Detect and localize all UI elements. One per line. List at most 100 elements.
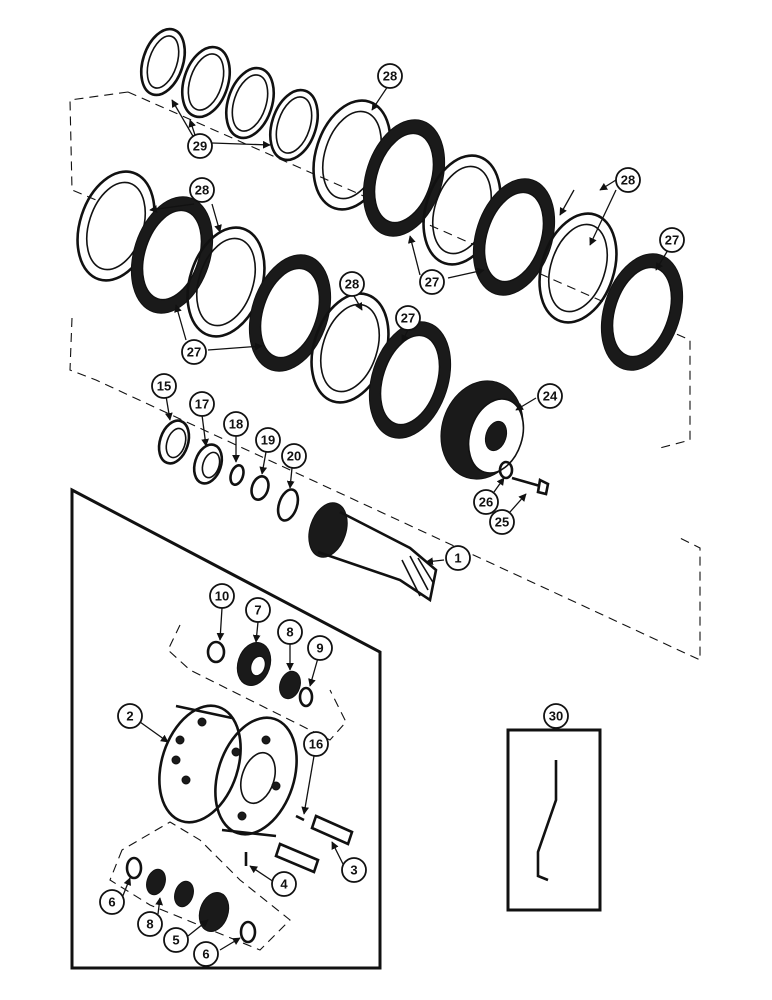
disc-29-b: [181, 45, 231, 119]
svg-text:27: 27: [665, 233, 679, 248]
friction-disc-27-right: [472, 178, 556, 296]
friction-disc-27-lower: [368, 321, 452, 439]
steel-plate-28-right: [538, 212, 618, 324]
callout-9: 9: [307, 635, 333, 661]
washer-19: [250, 475, 270, 501]
ring-18: [229, 464, 245, 486]
svg-text:29: 29: [193, 139, 207, 154]
svg-text:10: 10: [215, 589, 229, 604]
svg-text:5: 5: [172, 933, 179, 948]
svg-text:28: 28: [383, 69, 397, 84]
callout-28-right: 28: [615, 167, 641, 193]
svg-text:7: 7: [254, 603, 261, 618]
washer-26: [498, 460, 514, 480]
svg-text:17: 17: [195, 397, 209, 412]
bolt-25: [511, 476, 550, 496]
callout-17: 17: [189, 391, 215, 417]
bearing-17: [192, 443, 224, 485]
callout-18: 18: [223, 411, 249, 437]
svg-text:18: 18: [229, 417, 243, 432]
disc-29-c: [225, 66, 275, 140]
callout-15: 15: [151, 373, 177, 399]
callout-7: 7: [245, 597, 271, 623]
callout-29: 29: [187, 133, 213, 159]
washer-9: [298, 686, 314, 708]
svg-text:24: 24: [543, 389, 558, 404]
svg-text:25: 25: [495, 515, 509, 530]
callout-2: 2: [117, 703, 143, 729]
lower-pins-envelope: [109, 821, 291, 951]
svg-text:27: 27: [187, 345, 201, 360]
planet-carrier-2: [158, 704, 298, 838]
callout-27-mid: 27: [419, 269, 445, 295]
svg-text:16: 16: [309, 737, 323, 752]
inset-30: [506, 728, 602, 912]
svg-text:6: 6: [202, 947, 209, 962]
thrust-bearing-20: [276, 488, 300, 522]
pin-16: [295, 814, 305, 822]
callout-5: 5: [163, 927, 189, 953]
svg-text:2: 2: [126, 709, 133, 724]
shaft-pin-3-lower: [274, 842, 320, 874]
washer-6-right: [239, 920, 257, 944]
callout-28-top: 28: [377, 63, 403, 89]
callout-4: 4: [271, 871, 297, 897]
callout-20: 20: [281, 443, 307, 469]
callout-8-left: 8: [137, 911, 163, 937]
disc-29-d: [269, 88, 319, 162]
friction-disc-27-far-right: [600, 253, 684, 371]
svg-text:3: 3: [350, 863, 357, 878]
svg-text:27: 27: [425, 275, 439, 290]
callout-27-right: 27: [659, 227, 685, 253]
svg-text:30: 30: [549, 709, 563, 724]
callout-6-left: 6: [99, 889, 125, 915]
washer-6-left: [125, 856, 143, 880]
shaft-1: [308, 502, 438, 603]
svg-text:28: 28: [345, 277, 359, 292]
friction-disc-27-center: [248, 254, 332, 372]
callout-3: 3: [341, 857, 367, 883]
planet-gear-5: [198, 891, 230, 933]
callout-16: 16: [303, 731, 329, 757]
svg-text:6: 6: [108, 895, 115, 910]
callout-30: 30: [543, 703, 569, 729]
friction-disc-27-top: [362, 119, 446, 237]
callout-28-left: 28: [189, 177, 215, 203]
svg-text:26: 26: [479, 495, 493, 510]
leader-lines: [121, 85, 669, 951]
seal-15: [157, 419, 191, 465]
svg-text:8: 8: [286, 625, 293, 640]
svg-text:4: 4: [280, 877, 288, 892]
friction-disc-27-left: [130, 196, 214, 314]
callout-6-right: 6: [193, 941, 219, 967]
svg-text:1: 1: [454, 551, 461, 566]
svg-text:28: 28: [621, 173, 635, 188]
callout-25: 25: [489, 509, 515, 535]
callout-24: 24: [537, 383, 563, 409]
callout-8-top: 8: [277, 619, 303, 645]
planetary-assembly-frame: [70, 487, 382, 970]
planet-gear-7: [236, 642, 272, 686]
callout-10: 10: [209, 583, 235, 609]
callout-27-lower: 27: [395, 305, 421, 331]
svg-text:19: 19: [261, 433, 275, 448]
needle-bearing-8-left: [146, 868, 194, 908]
needle-bearing-8-top: [279, 670, 301, 700]
svg-text:15: 15: [157, 379, 171, 394]
callout-1: 1: [445, 545, 471, 571]
callout-27-left: 27: [181, 339, 207, 365]
bushing-10: [206, 640, 226, 664]
shaft-pin-3-upper: [310, 814, 354, 846]
planet-gear-envelope: [167, 624, 347, 741]
clutch-hub-24: [440, 380, 525, 480]
svg-text:8: 8: [146, 917, 153, 932]
clutch-pack-lower-envelope: [69, 317, 701, 661]
svg-text:20: 20: [287, 449, 301, 464]
callout-28-center: 28: [339, 271, 365, 297]
callout-19: 19: [255, 427, 281, 453]
disc-29-a: [139, 27, 187, 97]
callout-26: 26: [473, 489, 499, 515]
svg-text:9: 9: [316, 641, 323, 656]
svg-text:27: 27: [401, 311, 415, 326]
